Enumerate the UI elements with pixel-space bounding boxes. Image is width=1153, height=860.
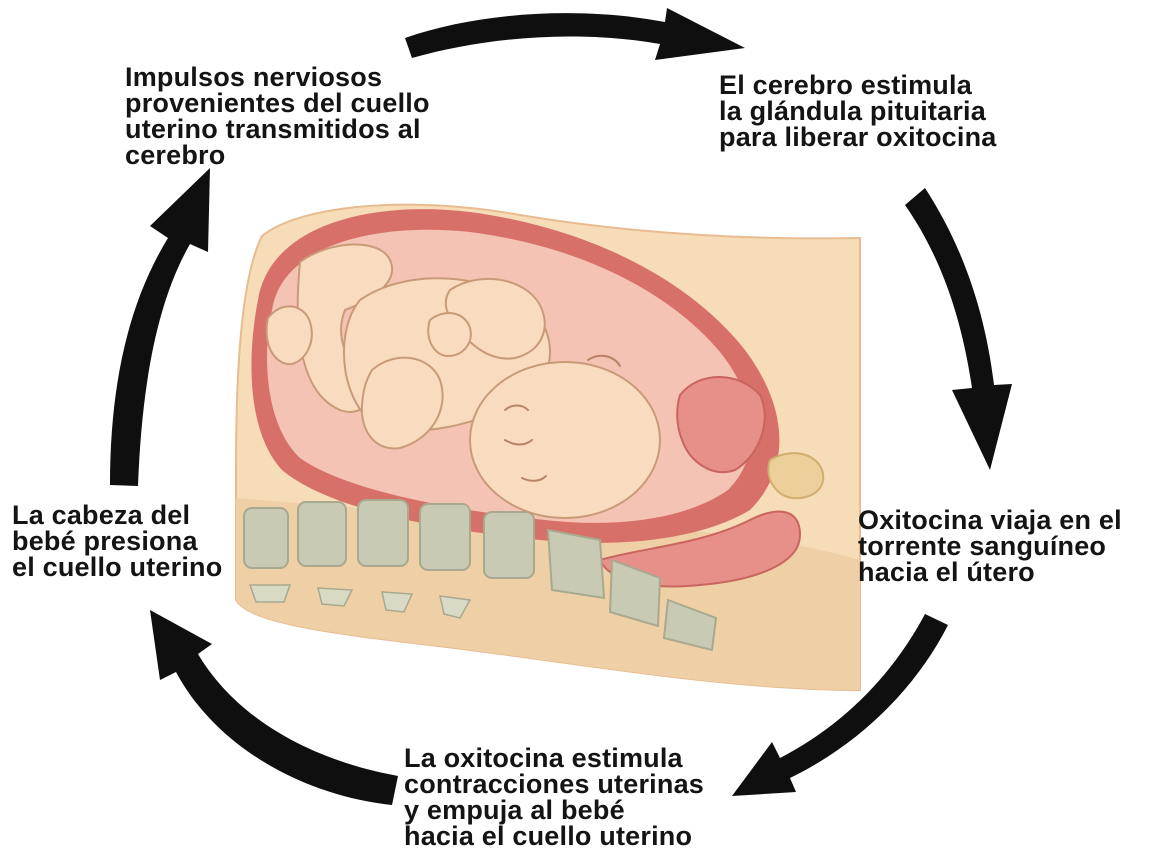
pregnancy-cross-section	[236, 205, 860, 690]
step-baby-head-presses-cervix: La cabeza del bebé presiona el cuello ut…	[12, 502, 222, 580]
arrow-bottom-left	[150, 610, 398, 805]
baby-hand	[428, 313, 471, 356]
step-nerve-impulses-to-brain: Impulsos nerviosos provenientes del cuel…	[125, 64, 430, 168]
step-oxytocin-travels-bloodstream: Oxitocina viaja en el torrente sanguíneo…	[858, 507, 1122, 585]
arrow-left	[110, 168, 210, 486]
step-brain-stimulates-pituitary: El cerebro estimula la glándula pituitar…	[719, 72, 997, 150]
pubic-bone	[768, 453, 823, 498]
arrow-right	[905, 188, 1012, 470]
baby-foot	[267, 306, 312, 364]
baby-head	[470, 362, 660, 518]
arrow-top	[405, 8, 745, 60]
step-oxytocin-stimulates-contractions: La oxitocina estimula contracciones uter…	[404, 745, 704, 849]
